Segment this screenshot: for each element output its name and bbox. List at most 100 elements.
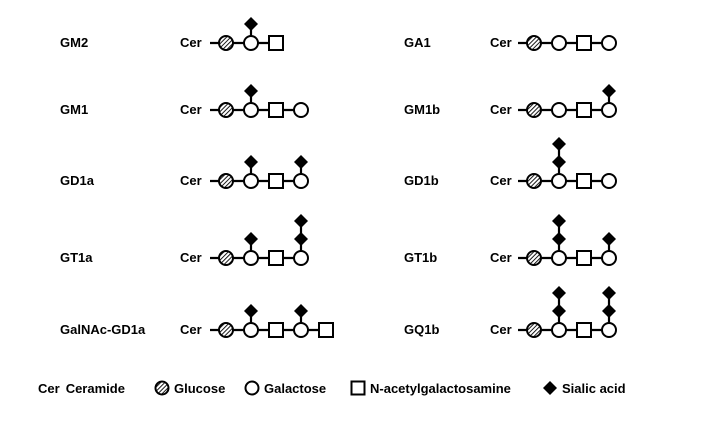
sialic-acid-icon <box>552 214 566 228</box>
galactose-icon <box>551 322 567 338</box>
ceramide-label: Cer <box>180 173 202 188</box>
structure-gm2 <box>210 17 284 51</box>
galactose-icon <box>243 250 259 266</box>
glucose-icon <box>218 173 234 189</box>
ceramide-label: Cer <box>490 250 512 265</box>
legend-galactose-label: Galactose <box>264 380 327 396</box>
ceramide-label: Cer <box>180 35 202 50</box>
sialic-acid-icon <box>552 286 566 300</box>
galactose-icon <box>551 250 567 266</box>
legend-item-galactose: Galactose <box>244 378 326 398</box>
sialic-acid-icon <box>244 84 258 98</box>
sialic-acid-icon <box>543 381 557 395</box>
glucose-icon <box>218 102 234 118</box>
ganglioside-name: GM2 <box>60 35 89 50</box>
ganglioside-name: GM1b <box>404 102 441 117</box>
ganglioside-name: GT1a <box>60 250 93 265</box>
ganglioside-name: GM1 <box>60 102 89 117</box>
legend-item-sialic-acid: Sialic acid <box>542 378 626 398</box>
sialic-acid-icon <box>244 155 258 169</box>
ganglioside-name: GD1b <box>404 173 439 188</box>
galactose-icon <box>551 173 567 189</box>
glucose-icon <box>526 35 542 51</box>
glucose-icon <box>526 322 542 338</box>
ceramide-label: Cer <box>490 35 512 50</box>
ceramide-label: Cer <box>490 322 512 337</box>
symbol-legend: Cer Ceramide Glucose Galactose N-acetylg… <box>38 378 678 398</box>
sialic-acid-icon <box>602 304 616 318</box>
sialic-acid-icon <box>552 232 566 246</box>
sialic-acid-icon <box>552 137 566 151</box>
galactose-icon <box>601 250 617 266</box>
galnac-icon <box>268 102 284 118</box>
structure-galnac-gd1a <box>210 304 334 338</box>
structure-gt1a <box>210 214 309 266</box>
sialic-acid-icon <box>294 304 308 318</box>
sialic-acid-icon <box>244 17 258 31</box>
galactose-icon <box>243 35 259 51</box>
galactose-icon <box>244 380 260 396</box>
galactose-icon <box>551 35 567 51</box>
galnac-icon <box>268 35 284 51</box>
structure-gd1a <box>210 155 309 189</box>
glucose-icon <box>526 250 542 266</box>
ceramide-label: Cer <box>180 102 202 117</box>
glucose-icon <box>526 102 542 118</box>
ceramide-label: Cer <box>180 250 202 265</box>
sialic-acid-icon <box>552 304 566 318</box>
galactose-icon <box>601 35 617 51</box>
galactose-icon <box>243 102 259 118</box>
ceramide-label: Cer <box>490 173 512 188</box>
structure-ga1 <box>518 35 617 51</box>
galnac-icon <box>268 322 284 338</box>
glucose-icon <box>218 250 234 266</box>
galnac-icon <box>268 250 284 266</box>
structure-gm1b <box>518 84 617 118</box>
structure-gt1b <box>518 214 617 266</box>
sialic-acid-icon <box>552 155 566 169</box>
galnac-icon <box>576 250 592 266</box>
legend-galnac-label: N-acetylgalactosamine <box>370 380 511 396</box>
legend-ceramide-abbr: Cer <box>38 380 60 396</box>
galactose-icon <box>293 250 309 266</box>
galnac-icon <box>576 322 592 338</box>
galnac-icon <box>576 35 592 51</box>
ganglioside-name: GQ1b <box>404 322 440 337</box>
structure-gd1b <box>518 137 617 189</box>
sialic-acid-icon <box>602 232 616 246</box>
galnac-icon <box>576 102 592 118</box>
glucose-icon <box>218 322 234 338</box>
ganglioside-name: GD1a <box>60 173 94 188</box>
galnac-icon <box>576 173 592 189</box>
ceramide-label: Cer <box>180 322 202 337</box>
legend-glucose-label: Glucose <box>174 380 226 396</box>
ganglioside-name: GT1b <box>404 250 438 265</box>
glucose-icon <box>526 173 542 189</box>
galactose-icon <box>551 102 567 118</box>
sialic-acid-icon <box>294 155 308 169</box>
structure-gq1b <box>518 286 617 338</box>
galactose-icon <box>243 322 259 338</box>
glucose-icon <box>218 35 234 51</box>
galnac-icon <box>268 173 284 189</box>
sialic-acid-icon <box>602 84 616 98</box>
sialic-acid-icon <box>294 232 308 246</box>
galactose-icon <box>293 173 309 189</box>
sialic-acid-icon <box>244 232 258 246</box>
galactose-icon <box>601 102 617 118</box>
ganglioside-name: GalNAc-GD1a <box>60 322 146 337</box>
sialic-acid-icon <box>294 214 308 228</box>
galactose-icon <box>601 173 617 189</box>
sialic-acid-icon <box>602 286 616 300</box>
glucose-icon <box>154 380 170 396</box>
galactose-icon <box>293 102 309 118</box>
structure-gm1 <box>210 84 309 118</box>
legend-ceramide-label: Ceramide <box>65 380 125 396</box>
legend-item-galnac: N-acetylgalactosamine <box>350 378 511 398</box>
legend-item-glucose: Glucose <box>154 378 225 398</box>
galactose-icon <box>243 173 259 189</box>
ganglioside-name: GA1 <box>404 35 431 50</box>
galnac-icon <box>318 322 334 338</box>
legend-sialic-label: Sialic acid <box>562 380 626 396</box>
